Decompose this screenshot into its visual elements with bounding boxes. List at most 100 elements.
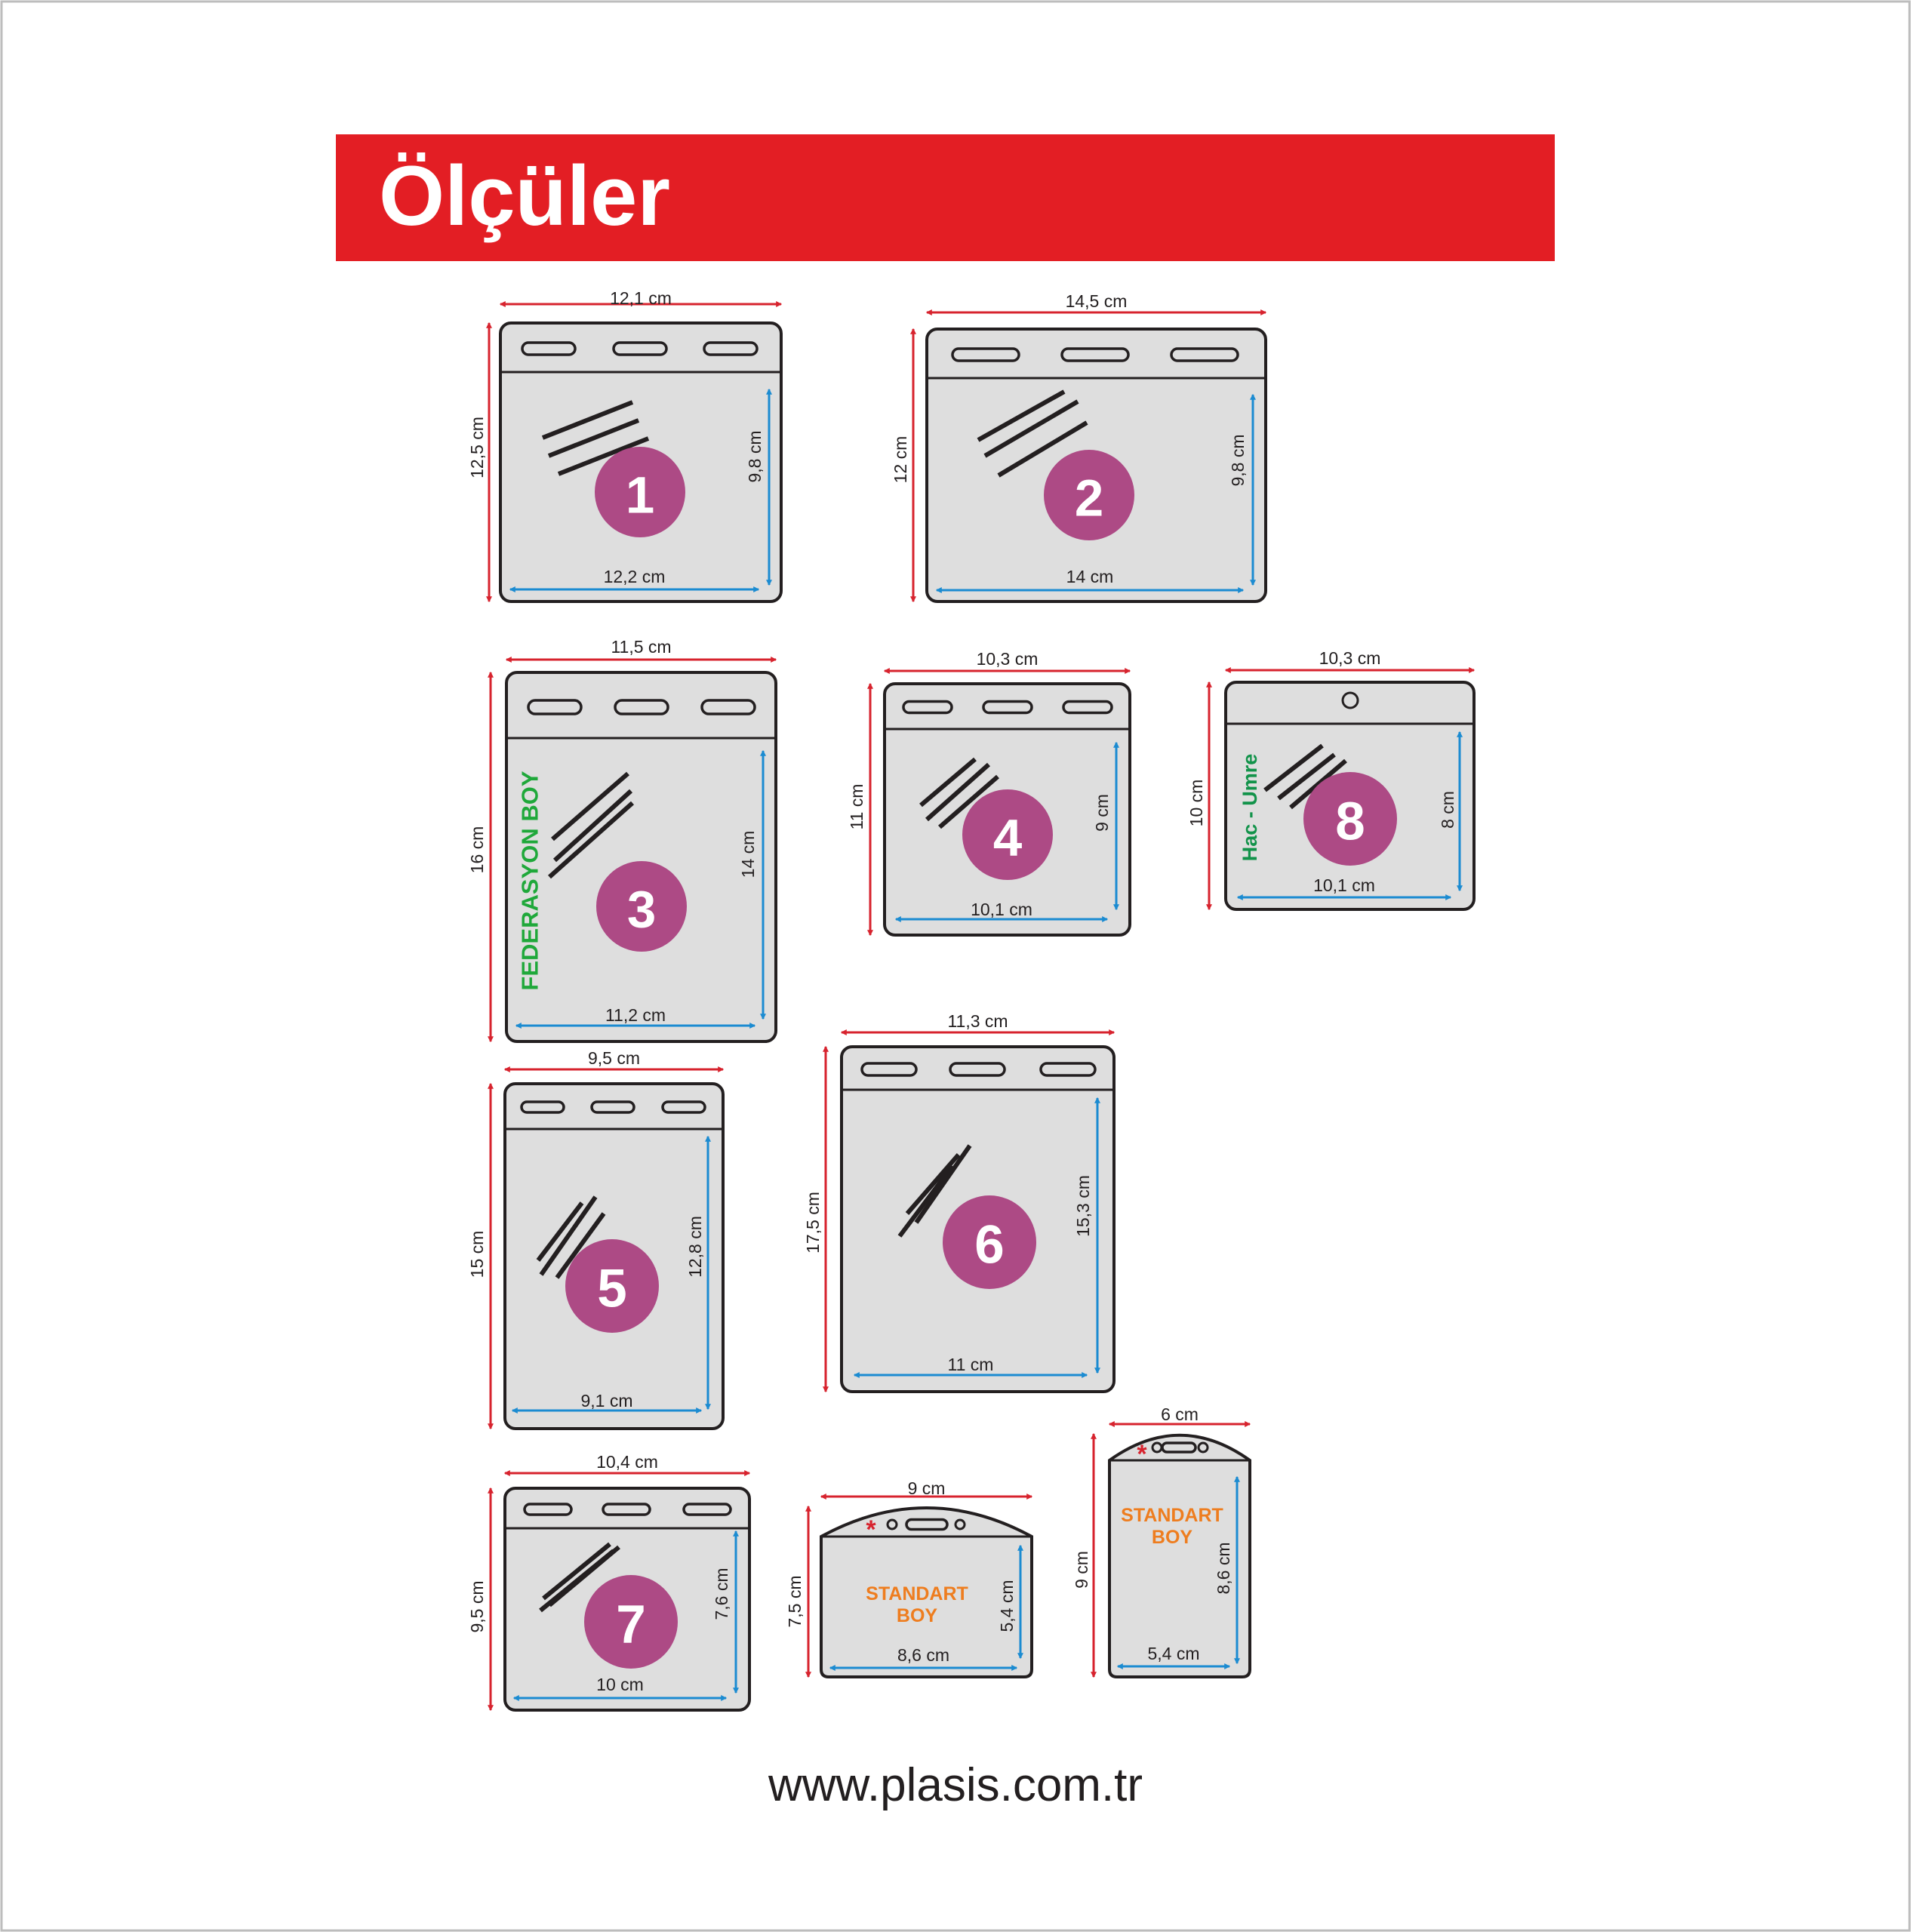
inner-height-label: 12,8 cm [685, 1216, 705, 1278]
slot-hole-icon [902, 700, 953, 715]
inner-height-label: 9 cm [1092, 794, 1112, 832]
asterisk-marker: * [1137, 1440, 1147, 1469]
standart-boy-label: BOY [1152, 1527, 1193, 1548]
number-badge: 2 [1044, 450, 1134, 540]
number-badge-circle [595, 447, 685, 537]
inner-height-label: 8,6 cm [1214, 1542, 1233, 1594]
glare-mark-icon [905, 1153, 961, 1215]
glare-mark-icon [977, 389, 1066, 442]
slot-hole-icon [523, 1503, 573, 1516]
number-badge-text: 3 [627, 881, 656, 939]
glare-mark-icon [547, 418, 640, 458]
inner-height-label: 9,8 cm [1228, 434, 1248, 486]
glare-mark-icon [552, 789, 633, 863]
slot-hole-icon [1170, 347, 1239, 362]
number-badge: 4 [962, 789, 1053, 880]
glare-mark-icon [914, 1144, 972, 1224]
glare-mark-icon [557, 436, 650, 476]
height-dimension-label: 10 cm [1186, 780, 1206, 827]
number-badge-text: 7 [616, 1595, 646, 1655]
card-body [505, 671, 777, 1043]
inner-width-label: 8,6 cm [897, 1645, 949, 1665]
glare-mark-icon [551, 771, 629, 841]
slot-hole-icon [520, 1100, 565, 1114]
glare-mark-icon [542, 1542, 611, 1601]
glare-mark-icon [925, 762, 990, 822]
title-banner: Ölçüler [336, 134, 1555, 261]
slot-hole-icon [1062, 700, 1113, 715]
slot-hole-icon [614, 699, 669, 715]
page-title: Ölçüler [379, 149, 670, 243]
standart-boy-label: STANDART [866, 1583, 968, 1604]
number-badge: 3 [596, 861, 687, 952]
slot-hole-icon [905, 1518, 949, 1531]
inner-height-label: 15,3 cm [1073, 1175, 1093, 1237]
slot-hole-icon [860, 1062, 918, 1077]
clip-hole-icon [886, 1518, 898, 1531]
slot-hole-icon [982, 700, 1033, 715]
inner-height-label: 9,8 cm [745, 430, 765, 482]
hanging-hole-icon [1341, 691, 1359, 709]
width-dimension-label: 10,3 cm [977, 649, 1039, 669]
glare-mark-icon [897, 1164, 955, 1238]
width-dimension-label: 10,4 cm [596, 1452, 658, 1472]
slot-hole-icon [949, 1062, 1006, 1077]
slot-hole-icon [1039, 1062, 1097, 1077]
slot-hole-icon [527, 699, 583, 715]
hac-umre-label: Hac - Umre [1239, 754, 1261, 862]
inner-width-label: 11 cm [948, 1355, 994, 1374]
glare-mark-icon [938, 774, 999, 829]
width-dimension-label: 12,1 cm [610, 288, 672, 308]
slot-hole-icon [951, 347, 1020, 362]
width-dimension-label: 9 cm [908, 1478, 946, 1498]
number-badge: 6 [943, 1195, 1036, 1289]
height-dimension-label: 9 cm [1072, 1551, 1091, 1589]
glare-mark-icon [541, 400, 634, 440]
inner-width-label: 14 cm [1066, 567, 1114, 586]
number-badge-circle [565, 1239, 659, 1333]
glare-mark-icon [997, 420, 1088, 478]
clip-hole-icon [1151, 1441, 1163, 1454]
height-dimension-label: 9,5 cm [467, 1580, 487, 1632]
number-badge-text: 5 [597, 1260, 627, 1319]
slot-hole-icon [602, 1503, 651, 1516]
number-badge: 8 [1303, 772, 1397, 866]
inner-width-label: 10,1 cm [971, 900, 1032, 919]
inner-height-label: 5,4 cm [997, 1580, 1017, 1632]
glare-mark-icon [536, 1201, 584, 1262]
width-dimension-label: 9,5 cm [588, 1048, 640, 1068]
slot-hole-icon [700, 699, 756, 715]
inner-width-label: 12,2 cm [604, 567, 666, 586]
glare-mark-icon [983, 399, 1079, 458]
height-dimension-label: 16 cm [467, 826, 487, 874]
glare-mark-icon [548, 801, 634, 879]
inner-height-label: 8 cm [1438, 791, 1457, 829]
slot-hole-icon [1060, 347, 1130, 362]
height-dimension-label: 17,5 cm [803, 1192, 823, 1254]
height-dimension-label: 11 cm [847, 784, 866, 830]
inner-width-label: 10,1 cm [1313, 875, 1375, 895]
slot-hole-icon [590, 1100, 635, 1114]
height-dimension-label: 15 cm [467, 1231, 487, 1278]
standart-boy-label: STANDART [1121, 1505, 1223, 1526]
glare-mark-icon [548, 1545, 620, 1607]
slot-hole-icon [521, 341, 577, 356]
website-url: www.plasis.com.tr [768, 1759, 1143, 1811]
badge-holder-4: 4 10,3 cm 11 cm 9 cm 10,1 cm [847, 649, 1131, 937]
asterisk-marker: * [866, 1515, 876, 1544]
clip-hole-icon [1197, 1441, 1209, 1454]
slot-hole-icon [703, 341, 759, 356]
slot-hole-icon [661, 1100, 706, 1114]
width-dimension-label: 11,3 cm [947, 1011, 1008, 1031]
federasyon-boy-label: FEDERASYON BOY [517, 771, 543, 990]
card-body [1108, 1433, 1251, 1678]
number-badge-circle [962, 789, 1053, 880]
number-badge: 7 [584, 1575, 678, 1669]
